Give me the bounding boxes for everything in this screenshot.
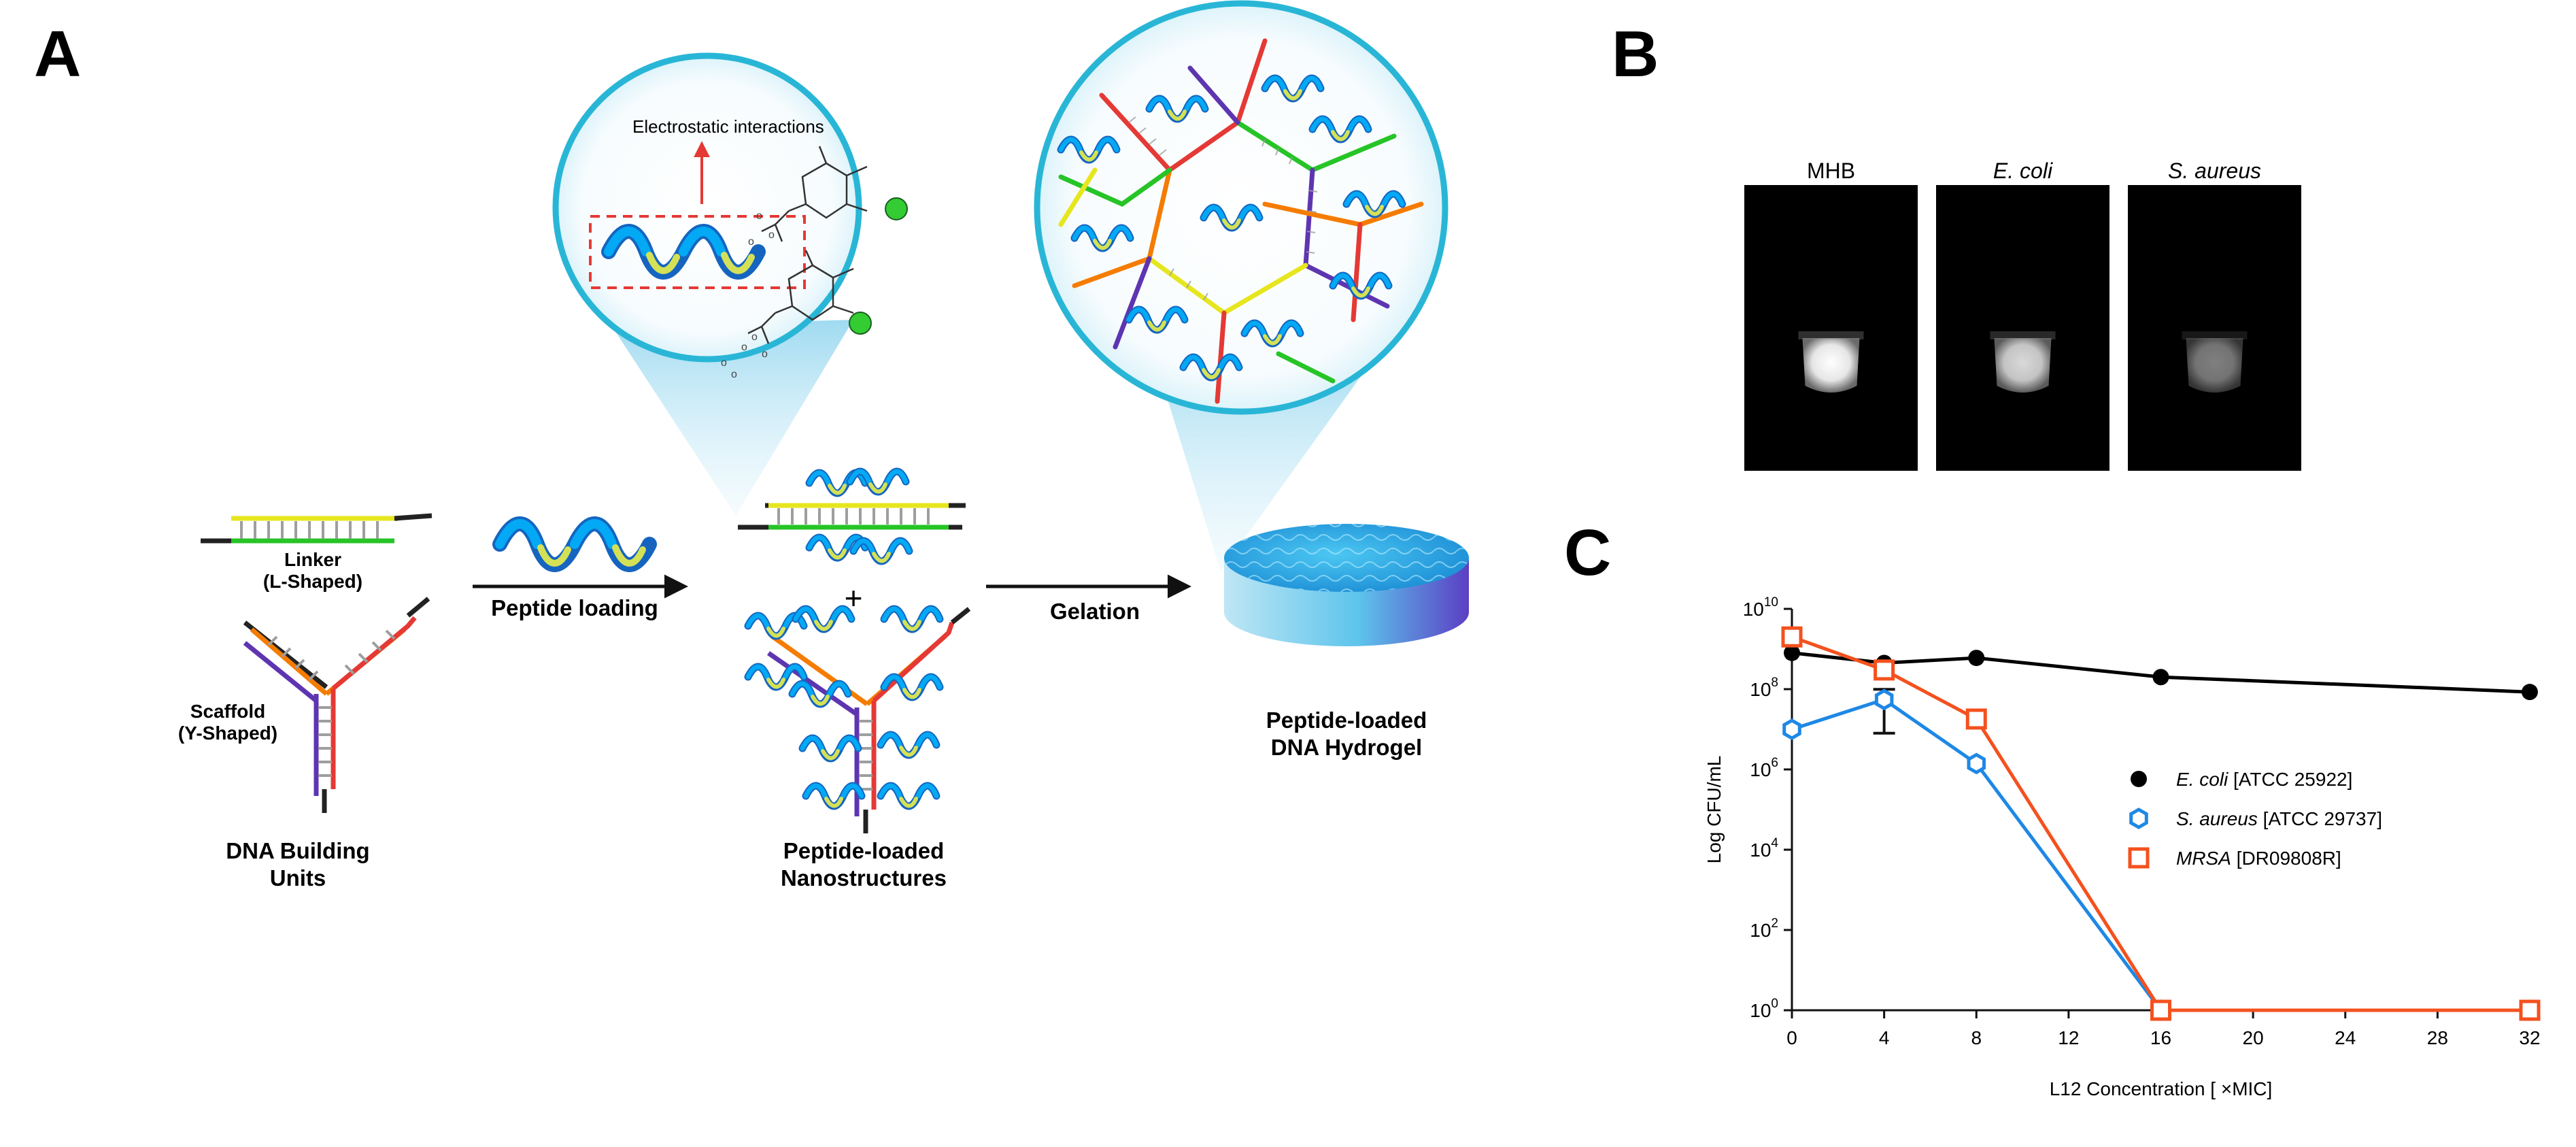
data-point (1874, 688, 1894, 711)
legend: E. coli [ATCC 25922] S. aureus [ATCC 2973… (2128, 769, 2382, 869)
tube-photo (2128, 185, 2301, 471)
panel-c-letter: C (1564, 516, 1611, 589)
y-tick-label: 104 (1750, 836, 1778, 861)
linker-label: Linker(L-Shaped) (263, 549, 362, 592)
x-tick-label: 32 (2519, 1027, 2540, 1048)
data-point (1784, 644, 1800, 661)
data-point (1781, 626, 1803, 648)
data-point (2150, 999, 2171, 1021)
y-tick-label: 1010 (1743, 595, 1778, 620)
data-point (1968, 650, 1985, 667)
legend-entry: S. aureus [ATCC 29737] (2176, 808, 2382, 829)
x-tick-label: 20 (2243, 1027, 2264, 1048)
data-point (2519, 999, 2541, 1021)
data-point (1965, 708, 1987, 730)
data-point (1967, 752, 1986, 775)
data-point (2128, 847, 2150, 869)
phosphate-bead-icon (885, 197, 908, 220)
y-tick-label: 100 (1750, 997, 1778, 1021)
x-ticks: 0 4 8 12 16 20 24 28 32 (1786, 1010, 2541, 1048)
x-tick-label: 0 (1786, 1027, 1797, 1048)
tube-rim (2182, 331, 2248, 339)
series-line (1791, 697, 2530, 1012)
y-tick-label: 106 (1750, 756, 1778, 780)
tube-glow (1802, 338, 1860, 393)
x-tick-label: 8 (1971, 1027, 1982, 1048)
y-axis-label: Log CFU/mL (1704, 756, 1725, 864)
panel-b-letter: B (1612, 18, 1659, 90)
tube-glow (1994, 338, 2052, 393)
x-tick-label: 16 (2150, 1027, 2171, 1048)
data-point (2522, 684, 2538, 701)
panel-a: A Electrostatic interactions ooo (34, 0, 1469, 891)
free-peptide-icon (500, 524, 649, 565)
panel-a-letter: A (34, 18, 81, 90)
y-tick-label: 102 (1750, 916, 1778, 941)
panel-b: B MHB E. coli S. aureus (1612, 18, 2301, 471)
svg-text:o: o (731, 369, 737, 380)
electrostatic-label: Electrostatic interactions (632, 116, 824, 137)
svg-text:o: o (756, 210, 762, 222)
data-point (2131, 771, 2147, 787)
survival-chart: 1010 108 106 104 102 100 0 4 8 12 16 20 24 28 32 E. c… (1704, 595, 2541, 1099)
phosphate-bead-icon (849, 312, 872, 335)
x-tick-label: 24 (2335, 1027, 2356, 1048)
data-point (2129, 808, 2148, 829)
scaffold-label: Scaffold(Y-Shaped) (178, 701, 277, 744)
tube-rim (1990, 331, 2056, 339)
x-tick-label: 12 (2058, 1027, 2079, 1048)
tube-label: MHB (1807, 159, 1855, 183)
zoom-bubble-network (1034, 0, 1448, 571)
svg-text:o: o (748, 236, 754, 248)
tube-label: S. aureus (2168, 159, 2261, 183)
y-tick-label: 108 (1750, 676, 1778, 700)
scaffold-dna (243, 597, 430, 813)
x-axis-label: L12 Concentration [ ×MIC] (2050, 1078, 2273, 1099)
tube-photo (1936, 185, 2109, 471)
tube-images: MHB E. coli S. aureus (1744, 159, 2301, 471)
linker-dna (201, 513, 433, 544)
data-point (2152, 669, 2169, 686)
panel-c: C 1010 108 106 104 102 100 0 4 8 12 16 20 24 28 32 E.… (1564, 516, 2541, 1099)
loaded-scaffold (767, 607, 971, 833)
tube-photo (1744, 185, 1918, 471)
svg-text:o: o (741, 342, 747, 353)
tube-label: E. coli (1993, 159, 2053, 183)
svg-text:o: o (762, 348, 768, 360)
x-tick-label: 4 (1879, 1027, 1890, 1048)
series-layer (1781, 626, 2541, 1021)
svg-text:o: o (768, 229, 775, 241)
y-ticks: 1010 108 106 104 102 100 (1743, 595, 1792, 1021)
legend-entry: MRSA [DR09808R] (2176, 848, 2341, 869)
x-tick-label: 28 (2427, 1027, 2448, 1048)
peptide-loading-label: Peptide loading (491, 595, 658, 620)
tube-glow (2186, 338, 2243, 393)
zoom-bubble-electrostatic: Electrostatic interactions ooo ooo oo (552, 52, 908, 516)
gelation-label: Gelation (1050, 599, 1140, 624)
dashed-highlight-box (589, 215, 806, 289)
hydrogel-disk (1224, 524, 1469, 646)
data-point (1874, 659, 1895, 681)
data-point (1782, 718, 1801, 740)
legend-entry: E. coli [ATCC 25922] (2176, 769, 2352, 790)
series-line (1791, 635, 2530, 1012)
svg-text:o: o (721, 357, 727, 369)
loaded-linker (738, 471, 966, 561)
network-strands (1058, 38, 1424, 404)
svg-text:o: o (751, 331, 758, 343)
network-rungs (1128, 116, 1318, 301)
dna-backbone-sketch (747, 146, 868, 344)
tube-rim (1798, 331, 1864, 339)
